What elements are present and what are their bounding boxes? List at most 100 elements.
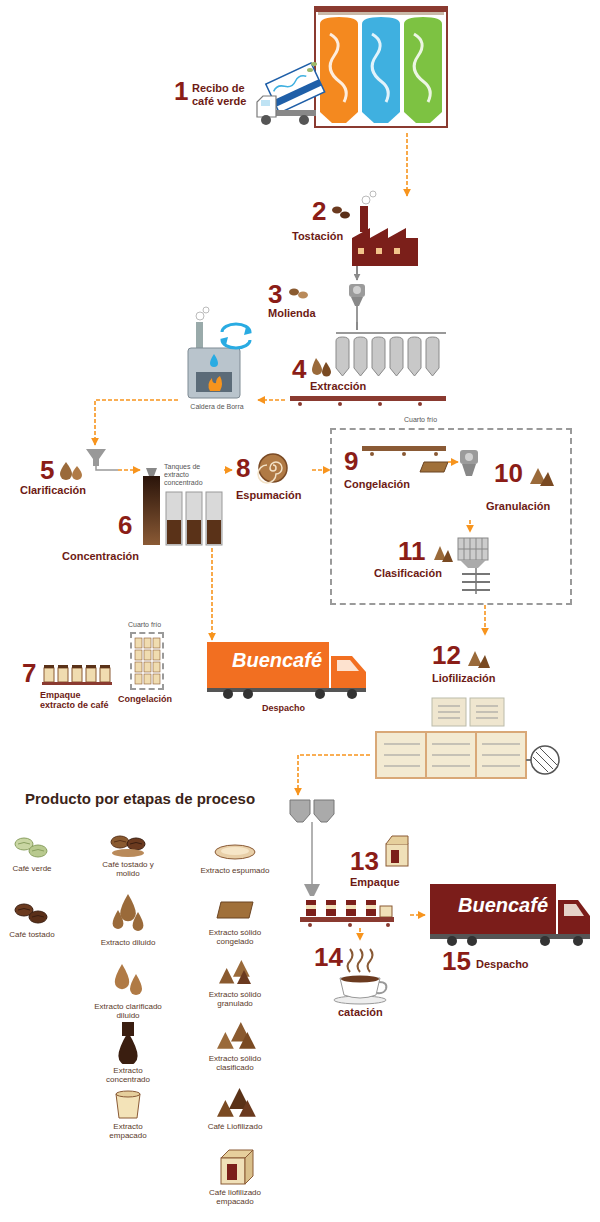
packaging-line [311,822,313,884]
clarifier [86,449,106,466]
boiler [220,337,228,345]
step-label: Concentración [62,550,139,563]
roaster [376,248,382,254]
freeze-dryer [533,757,548,772]
legend-icon [233,960,250,977]
packaging-line [346,900,356,916]
legend-icon [32,850,44,852]
extraction-columns [408,337,421,376]
freeze-dryer [432,698,466,726]
extract-packaging [44,665,54,668]
freeze-dryer [432,766,470,767]
freeze-dryer [482,755,520,756]
flow-connector [356,322,358,330]
packaging-line [306,900,316,916]
process-step: 14catación [308,940,398,1021]
step-number: 7 [22,660,36,686]
packaging-line [366,900,376,916]
extract-packaging [72,668,82,682]
step-label: Despacho [262,703,305,713]
process-step: 10Granulación [458,445,566,520]
legend-icon [10,898,54,932]
silos [446,6,448,128]
delivery-truck [261,100,270,106]
step-label: Molienda [268,307,316,320]
extraction-columns [372,337,385,376]
flow-connector [406,133,408,196]
roaster [370,191,376,197]
foaming-disc [259,454,287,482]
roaster [358,248,364,254]
tasting-cup [348,949,353,972]
foaming-disc [258,454,287,483]
step-number: 11 [398,538,426,564]
legend-label: Extracto empacado [103,1122,153,1140]
silos [414,34,430,102]
freeze-dryer [476,712,498,713]
silos [330,34,346,102]
process-step: 5Clarificación [18,445,118,499]
extract-packaging [223,689,233,699]
small-caption: Cuarto frío [404,416,437,424]
cold-room-equipment [458,538,488,560]
extract-packaging [144,650,151,660]
packaging-line [290,800,310,822]
legend-icon [239,1032,256,1049]
small-caption: Caldera de Borra [178,403,256,411]
freeze-dryer [475,732,477,778]
silos [314,6,448,128]
process-step: 2Tostación [288,196,420,266]
legend-icon [221,847,249,855]
cold-room: Cuarto frío9Congelación10Granulación11Cl… [330,428,572,605]
extract-packaging [58,665,68,668]
cold-room-equipment [460,450,478,464]
flow-connector [448,461,458,463]
step-label: Liofilización [432,672,496,685]
legend-icon [219,968,234,983]
flow-connector [356,266,358,280]
brand-name: Buencafé [458,895,548,915]
delivery-truck [273,79,321,106]
concentrate-tanks [207,520,221,544]
legend-icon [217,902,253,918]
step-label: Congelación [118,694,172,704]
clarifier [60,462,72,480]
packaging-line [306,905,316,909]
legend-icon [215,845,255,859]
cold-room-equipment [420,462,448,472]
cold-room-equipment [442,550,453,562]
packaging-line [386,836,408,844]
cold-room-equipment [370,452,374,456]
grinder [289,289,299,296]
legend-icon [106,834,150,858]
legend-label: Extracto concentrado [98,1066,158,1084]
freeze-dryer [438,718,460,719]
silos [314,6,316,128]
legend-icon [213,1020,257,1050]
extract-packaging [153,662,160,672]
packaging-line [300,917,394,922]
flow-connector [359,928,361,940]
freeze-dryer [432,755,470,756]
step-number: 5 [40,457,54,483]
extraction-columns [426,337,439,376]
grinder [356,306,358,322]
legend-icon [116,1091,140,1097]
roaster [352,228,418,266]
step-label: catación [338,1006,383,1019]
legend-icon [106,892,150,936]
legend-label: Extracto sólido congelado [200,928,270,946]
process-step: 12Liofilización [370,635,562,785]
packaging-line [391,850,399,863]
dispatch-truck [430,884,556,934]
foaming-disc [258,462,282,483]
extraction-columns [290,333,446,406]
legend-icon [106,892,150,940]
packaging-line [346,905,356,909]
dispatch-truck [430,884,590,946]
boiler [196,322,203,350]
dispatch-truck [447,936,457,946]
concentrate-tanks [143,476,160,545]
flow-connector [484,605,486,635]
legend-label: Café tostado [2,930,62,939]
